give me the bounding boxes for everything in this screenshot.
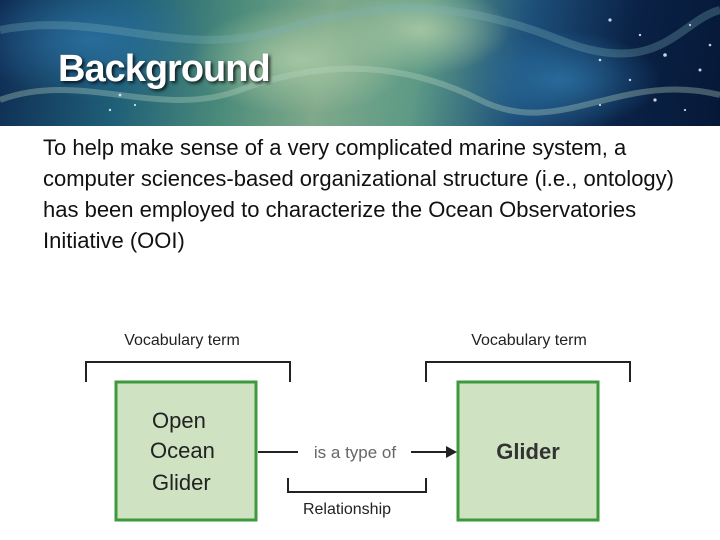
- relationship-arrow-label: is a type of: [314, 443, 396, 462]
- open-ocean-glider-box: [114, 380, 258, 522]
- glider-box: [456, 380, 600, 522]
- arrow-head-icon: [446, 446, 457, 458]
- left-box-line-2: Ocean: [150, 438, 215, 463]
- header-banner: Background: [0, 0, 720, 126]
- left-box-line-1: Open: [152, 408, 206, 433]
- left-vocabulary-term-label: Vocabulary term: [124, 332, 240, 349]
- left-box-line-3: Glider: [152, 470, 211, 495]
- relationship-label: Relationship: [303, 501, 391, 518]
- relationship-bracket: [287, 478, 427, 493]
- slide-body-text: To help make sense of a very complicated…: [43, 135, 674, 253]
- right-vocabulary-bracket: [425, 361, 631, 382]
- slide-title: Background: [58, 48, 271, 90]
- ocean-satellite-image: [0, 0, 720, 126]
- left-vocabulary-bracket: [85, 361, 291, 382]
- right-box-label: Glider: [496, 439, 560, 464]
- right-vocabulary-term-label: Vocabulary term: [471, 332, 587, 349]
